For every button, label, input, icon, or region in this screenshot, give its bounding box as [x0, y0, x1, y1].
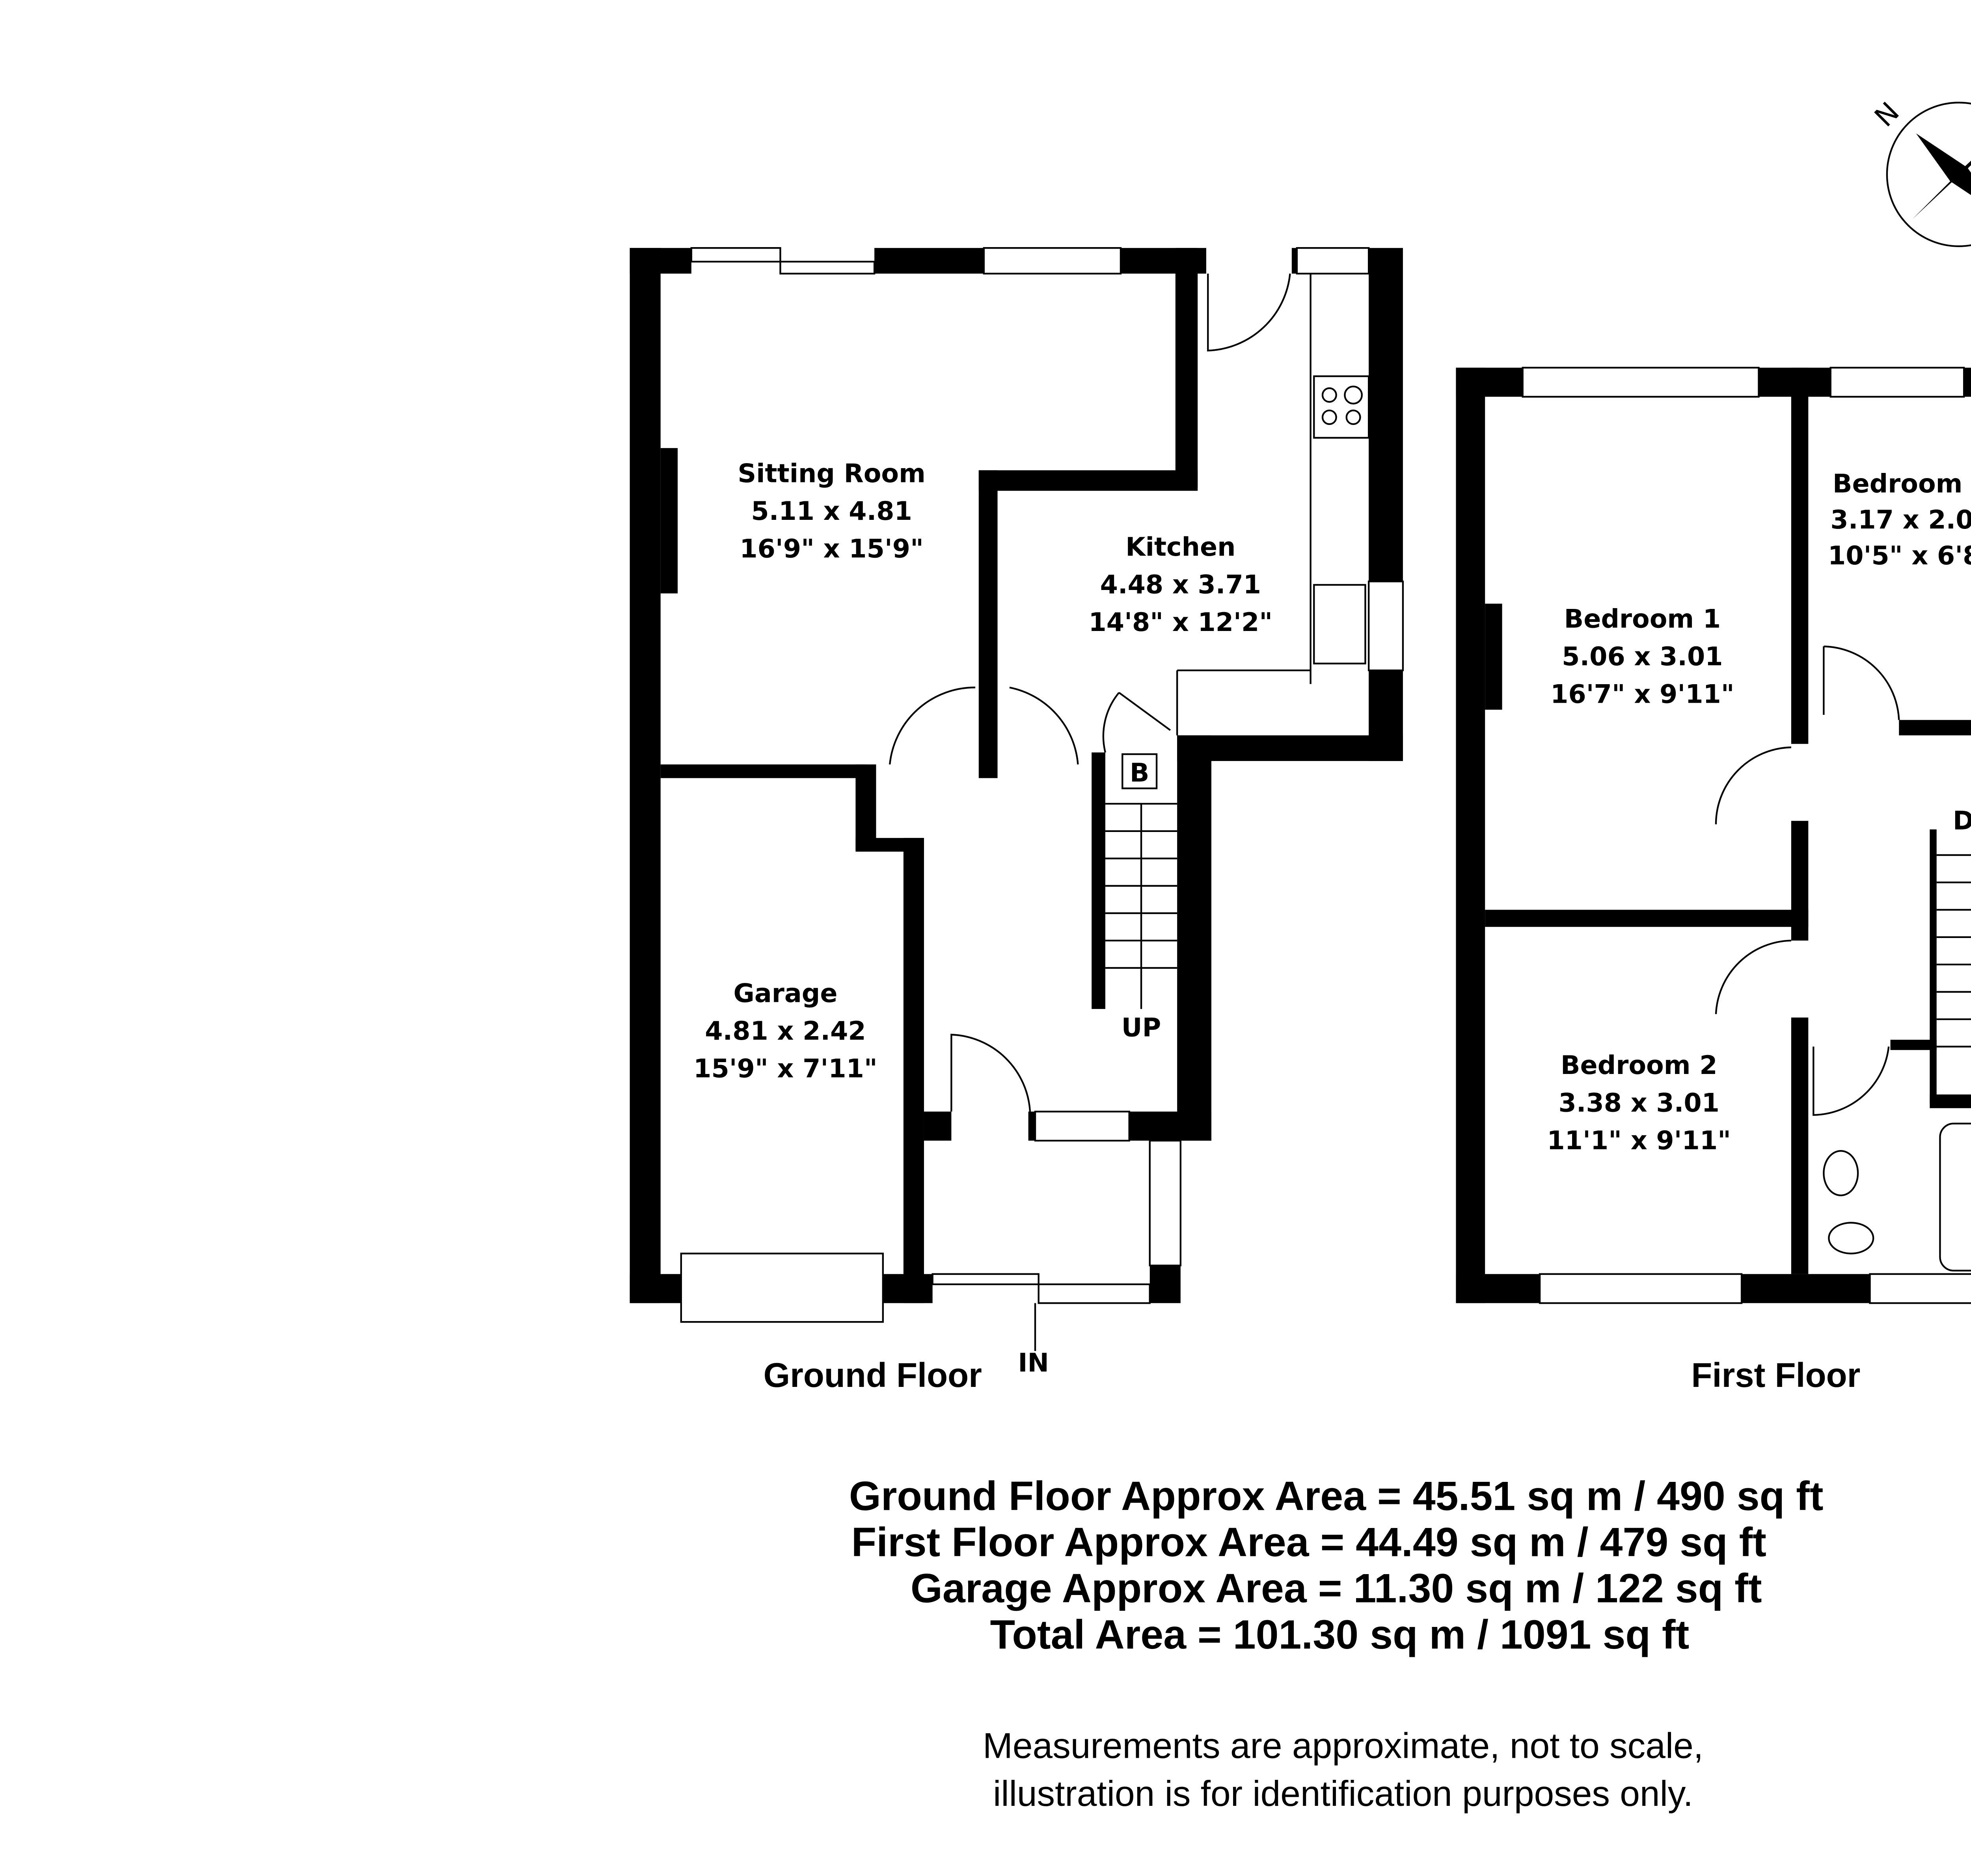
svg-text:16'7" x 9'11": 16'7" x 9'11" [1550, 679, 1734, 709]
ground-floor-title: Ground Floor [764, 1356, 982, 1394]
svg-text:illustration is for identifica: illustration is for identification purpo… [993, 1774, 1693, 1814]
first-stairs [1936, 854, 1971, 1048]
svg-text:10'5" x 6'8": 10'5" x 6'8" [1828, 541, 1971, 571]
svg-text:5.11 x 4.81: 5.11 x 4.81 [751, 497, 912, 526]
svg-text:Garage: Garage [733, 979, 837, 1009]
room-bedroom-3: Bedroom 3 3.17 x 2.02 10'5" x 6'8" [1828, 469, 1971, 571]
toilet-icon [1828, 1222, 1874, 1254]
svg-text:Measurements are approximate,: Measurements are approximate, not to sca… [983, 1726, 1703, 1766]
first-floor-plan [1456, 367, 1971, 1304]
svg-text:11'1" x 9'11": 11'1" x 9'11" [1547, 1126, 1731, 1156]
svg-text:Sitting Room: Sitting Room [738, 459, 926, 489]
svg-text:Bedroom 3: Bedroom 3 [1833, 469, 1971, 499]
area-summary: Ground Floor Approx Area = 45.51 sq m / … [849, 1473, 1824, 1657]
basin-icon [1823, 1150, 1859, 1197]
svg-text:Bedroom 1: Bedroom 1 [1564, 604, 1721, 634]
bath-icon [1939, 1122, 1971, 1272]
svg-text:Total Area = 101.30 sq m / 109: Total Area = 101.30 sq m / 1091 sq ft [990, 1612, 1689, 1658]
svg-text:16'9" x 15'9": 16'9" x 15'9" [740, 534, 924, 564]
svg-text:14'8" x 12'2": 14'8" x 12'2" [1089, 608, 1273, 637]
entrance-label: IN [1018, 1348, 1049, 1378]
ground-floor-plan [630, 247, 1404, 1323]
boiler-box [1121, 753, 1158, 789]
room-kitchen: Kitchen 4.48 x 3.71 14'8" x 12'2" [1089, 532, 1273, 637]
svg-text:4.81 x 2.42: 4.81 x 2.42 [705, 1016, 866, 1046]
ground-stairs [1105, 803, 1177, 1009]
boiler-label: B [1130, 758, 1149, 788]
svg-text:Ground Floor Approx Area = 45.: Ground Floor Approx Area = 45.51 sq m / … [849, 1473, 1824, 1519]
sink-icon [1313, 584, 1366, 664]
first-floor-title: First Floor [1691, 1356, 1860, 1394]
svg-text:15'9" x 7'11": 15'9" x 7'11" [693, 1054, 877, 1084]
room-bedroom-2: Bedroom 2 3.38 x 3.01 11'1" x 9'11" [1547, 1051, 1731, 1156]
room-garage: Garage 4.81 x 2.42 15'9" x 7'11" [693, 979, 877, 1084]
svg-text:Bedroom 2: Bedroom 2 [1561, 1051, 1718, 1080]
svg-text:First Floor Approx Area = 44.4: First Floor Approx Area = 44.49 sq m / 4… [851, 1520, 1766, 1565]
stairs-up-label: UP [1121, 1013, 1161, 1042]
disclaimer: Measurements are approximate, not to sca… [983, 1726, 1703, 1814]
svg-text:4.48 x 3.71: 4.48 x 3.71 [1100, 570, 1261, 600]
north-label: N [1869, 96, 1906, 133]
svg-text:3.17 x 2.02: 3.17 x 2.02 [1830, 505, 1971, 535]
svg-text:3.38 x 3.01: 3.38 x 3.01 [1558, 1088, 1719, 1118]
room-bedroom-1: Bedroom 1 5.06 x 3.01 16'7" x 9'11" [1550, 604, 1734, 709]
compass-rose-icon: N [1869, 96, 1971, 247]
hob-icon [1313, 375, 1370, 439]
room-sitting-room: Sitting Room 5.11 x 4.81 16'9" x 15'9" [738, 459, 926, 564]
svg-text:Garage Approx Area = 11.30 sq: Garage Approx Area = 11.30 sq m / 122 sq… [911, 1566, 1762, 1612]
svg-text:Kitchen: Kitchen [1125, 532, 1235, 562]
stairs-down-label: DN [1953, 806, 1971, 836]
svg-text:5.06 x 3.01: 5.06 x 3.01 [1562, 642, 1723, 672]
